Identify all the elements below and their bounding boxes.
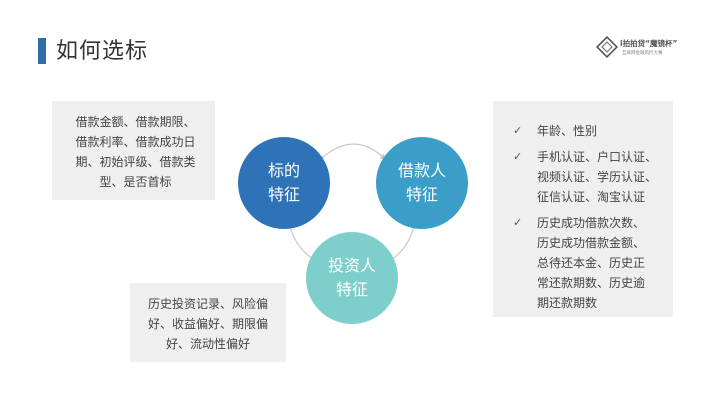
checklist-item: ✓ 历史成功借款次数、 历史成功借款金额、 总待还本金、历史正 常还款期数、历史… <box>513 213 665 313</box>
box-line: 好、收益偏好、期限偏 <box>147 317 268 331</box>
investor-features-circle: 投资人 特征 <box>306 232 398 324</box>
logo-main-text: i拍拍贷“魔镜杯” <box>620 39 678 48</box>
circle-label-line2: 特征 <box>335 280 368 299</box>
checklist-line: 年龄、性别 <box>537 124 598 138</box>
title-accent-bar <box>38 38 46 64</box>
checklist-item: ✓ 年龄、性别 <box>513 121 665 141</box>
box-line: 好、流动性偏好 <box>165 337 250 351</box>
borrower-features-circle: 借款人 特征 <box>376 137 468 229</box>
investor-features-box: 历史投资记录、风险偏 好、收益偏好、期限偏 好、流动性偏好 <box>130 283 286 362</box>
box-line: 期、初始评级、借款类 <box>75 155 196 169</box>
checklist-line: 征信认证、淘宝认证 <box>537 190 646 204</box>
checklist-line: 常还款期数、历史逾 <box>537 276 646 290</box>
target-features-circle: 标的 特征 <box>238 137 330 229</box>
checklist-line: 期还款期数 <box>537 296 598 310</box>
logo-sub-text: 互联网金融风控大赛 <box>622 51 663 56</box>
checklist-line: 历史成功借款次数、 <box>537 216 646 230</box>
checkmark-icon: ✓ <box>513 216 523 229</box>
checklist-line: 总待还本金、历史正 <box>537 256 646 270</box>
checkmark-icon: ✓ <box>513 124 523 137</box>
logo-mark-icon <box>596 36 618 58</box>
box-line: 借款利率、借款成功日 <box>75 135 196 149</box>
checklist-line: 手机认证、户口认证、 <box>537 150 658 164</box>
checkmark-icon: ✓ <box>513 150 523 163</box>
arc-arrow-top <box>317 143 387 163</box>
checklist-item: ✓ 手机认证、户口认证、 视频认证、学历认证、 征信认证、淘宝认证 <box>513 147 665 207</box>
target-features-box: 借款金额、借款期限、 借款利率、借款成功日 期、初始评级、借款类 型、是否首标 <box>52 101 215 200</box>
circle-label-line1: 投资人 <box>327 256 376 275</box>
box-line: 历史投资记录、风险偏 <box>147 297 268 311</box>
page-title: 如何选标 <box>56 39 149 64</box>
circle-label-line1: 标的 <box>267 161 300 180</box>
checklist-line: 视频认证、学历认证、 <box>537 170 658 184</box>
circle-label-line2: 特征 <box>405 185 438 204</box>
box-line: 借款金额、借款期限、 <box>75 115 196 129</box>
circle-label-line2: 特征 <box>267 185 300 204</box>
box-line: 型、是否首标 <box>99 175 172 189</box>
borrower-features-box: ✓ 年龄、性别 ✓ 手机认证、户口认证、 视频认证、学历认证、 征信认证、淘宝认… <box>493 101 673 317</box>
circle-label-line1: 借款人 <box>397 161 446 180</box>
logo: i拍拍贷“魔镜杯” 互联网金融风控大赛 <box>596 33 686 63</box>
checklist-line: 历史成功借款金额、 <box>537 236 646 250</box>
